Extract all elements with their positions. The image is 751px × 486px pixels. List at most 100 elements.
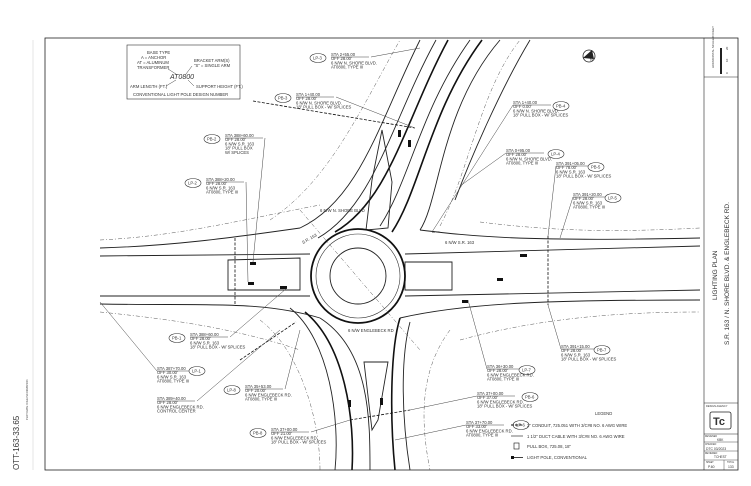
svg-text:"S" = SINGLE ARM: "S" = SINGLE ARM	[194, 63, 231, 68]
callout-bubble	[274, 93, 292, 103]
leader-line	[157, 329, 281, 402]
svg-text:SUPPORT HEIGHT (FT.): SUPPORT HEIGHT (FT.)	[196, 84, 243, 89]
callout-line: W/ SPLICES	[225, 150, 249, 155]
callout-line: 18" PULL BOX - W/ SPLICES	[296, 105, 352, 110]
callout-bubble	[249, 428, 267, 438]
callout-line: OFF 28.00'	[573, 196, 594, 201]
sheet-title: LIGHTING PLAN	[712, 250, 719, 300]
callout-line: OFF 21.00'	[271, 431, 292, 436]
callout-id: LP-2	[188, 181, 198, 186]
leader-line	[296, 96, 416, 129]
leader-line	[99, 301, 195, 372]
svg-text:DESIGNED: DESIGNED	[705, 436, 717, 438]
callout-line: STA 387+70.00	[157, 366, 186, 371]
callout-line: STA 388+60.00	[190, 332, 219, 337]
callout-line: 6 N/W ENGLEBECK RD.	[466, 428, 513, 433]
callout-line: 18" PULL BOX - W/ SPLICES	[561, 357, 617, 362]
leader-line	[190, 287, 288, 338]
callout-line: STA 391+15.00	[561, 344, 590, 349]
agency-logo	[709, 411, 732, 430]
callout-id: PB-7	[597, 348, 607, 353]
leader-line	[271, 419, 351, 433]
svg-text:BRACKET ARM(S): BRACKET ARM(S)	[194, 58, 230, 63]
leader-line	[245, 329, 301, 390]
callout-line: CONTROL CENTER	[157, 409, 196, 414]
road-label-north: 6 N/W N. SHORE BLVD	[320, 208, 365, 213]
leader-line	[225, 137, 266, 263]
callout-line: STA 391+05.00	[556, 161, 585, 166]
legend-item: LIGHT POLE, CONVENTIONAL	[527, 455, 588, 460]
legend-title: LEGEND	[595, 411, 612, 416]
leader-line	[547, 304, 599, 350]
callout-id: LP-8	[227, 388, 237, 393]
callout-bubble	[521, 392, 539, 402]
callout-line: AT0800, TYPE III	[466, 433, 498, 438]
callout-id: PB-5	[591, 165, 601, 170]
callout-line: 18" PULL BOX - W/ SPLICES	[513, 113, 569, 118]
callout-line: 6 N/W ENGLEBECK RD.	[245, 392, 292, 397]
callout-id: PB-6	[525, 395, 535, 400]
callout-id: PB-8	[253, 431, 263, 436]
callout-line: 18" PULL BOX - W/ SPLICES	[477, 404, 533, 409]
callout-line: 6 N/W N. SHORE BLVD.	[506, 156, 552, 161]
callout-line: 6 N/W S.R. 163	[561, 352, 591, 357]
leader-line	[409, 395, 515, 411]
road-label-east: 6 N/W S.R. 163	[445, 240, 475, 245]
callout-line: 18" PULL BOX	[225, 146, 253, 151]
callout-bubble	[168, 333, 186, 343]
callout-bubble	[552, 101, 570, 111]
callout-bubble	[593, 345, 611, 355]
callout-line: STA 0+95.00	[506, 148, 531, 153]
callout-line: 6 N/W S.R. 163	[190, 340, 220, 345]
callout-line: 6 N/W ENGLEBECK RD.	[487, 372, 534, 377]
callout-line: OFF 20.00'	[245, 388, 266, 393]
callout-id: PB-2	[207, 137, 217, 142]
callout-line: AT0800, TYPE III	[206, 190, 238, 195]
callout-bubble	[203, 134, 221, 144]
agency-logo-text: Tc	[713, 416, 725, 428]
callout-line: OFF 28.00'	[157, 400, 178, 405]
callout-id: LP-3	[313, 56, 323, 61]
svg-text:CONVENTIONAL LIGHT POLE DESIGN: CONVENTIONAL LIGHT POLE DESIGN NUMBER	[133, 92, 228, 97]
callout-line: 18" PULL BOX - W/ SPLICES	[271, 440, 327, 445]
callout-bubble	[547, 149, 565, 159]
callout-line: OFF 28.00'	[506, 152, 527, 157]
callout-line: 6 N/W S.R. 163	[573, 200, 603, 205]
callout-line: 6 N/W ENGLEBECK RD.	[271, 435, 318, 440]
callout-id: LP-7	[522, 368, 532, 373]
leader-line	[547, 165, 594, 237]
svg-text:10: 10	[725, 58, 729, 62]
title-block: HORIZONTAL SCALE IN FEET 0 10 20 LIGHTIN…	[704, 26, 738, 470]
callout-line: OFF 78.00'	[556, 165, 577, 170]
leader-line	[459, 152, 544, 187]
sheet-border	[44, 37, 739, 471]
callout-bubble	[604, 193, 622, 203]
svg-text:20: 20	[725, 46, 729, 50]
leader-line	[431, 104, 551, 233]
leader-line	[559, 196, 611, 239]
callout-line: OFF 28.00'	[296, 96, 317, 101]
pull-box-icon	[513, 442, 520, 450]
callout-line: 6 N/W S.R. 163	[556, 169, 586, 174]
callout-bubble	[188, 366, 206, 376]
legend-item: PULL BOX, 725.08, 18"	[527, 444, 571, 449]
callout-line: AT0800, TYPE III	[487, 377, 519, 382]
svg-text:DTC 03/2023: DTC 03/2023	[706, 447, 726, 451]
leader-line	[467, 299, 525, 370]
svg-text:0: 0	[725, 72, 729, 74]
svg-text:ARM LENGTH (FT.): ARM LENGTH (FT.)	[130, 84, 168, 89]
road-label-west: S.R. 163	[301, 232, 318, 245]
callout-line: OFF 30.00'	[157, 370, 178, 375]
callout-line: STA 388+60.00	[225, 133, 254, 138]
callout-line: 6 N/W ENGLEBECK RD.	[157, 404, 204, 409]
svg-text:AT0800: AT0800	[169, 74, 194, 81]
